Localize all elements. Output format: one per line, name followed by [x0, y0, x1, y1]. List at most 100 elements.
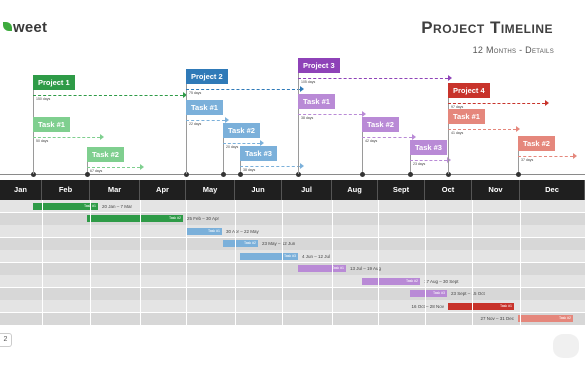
arrow-right-icon: [300, 86, 304, 92]
gantt-bar[interactable]: Task #2: [87, 215, 183, 222]
grid-column-line: [472, 200, 473, 325]
duration-days: 42 days: [365, 139, 378, 143]
gantt-bar[interactable]: Task #1: [33, 202, 98, 210]
table-row: [0, 200, 585, 212]
project-flag-p4[interactable]: Project 4: [448, 83, 490, 98]
duration-dash: [186, 120, 225, 121]
month-label-jun: Jun: [235, 180, 282, 200]
arrow-right-icon: [140, 164, 144, 170]
month-label-dec: Dec: [520, 180, 585, 200]
gantt-bar[interactable]: Task #2: [518, 315, 573, 322]
duration-dash: [410, 160, 447, 161]
gantt-bar[interactable]: Task #1: [448, 302, 514, 310]
duration-days: 20 days: [226, 145, 239, 149]
task-flag-p3t1[interactable]: Task #1: [298, 94, 335, 109]
gantt-date-range: 13 Jul – 19 Aug: [350, 266, 382, 271]
task-flag-p2t3[interactable]: Task #3: [240, 146, 277, 161]
leaf-icon: [3, 22, 12, 31]
duration-dash: [223, 143, 260, 144]
duration-days: 22 days: [189, 122, 202, 126]
milestone-dot: [408, 172, 413, 177]
task-flag-p3t3[interactable]: Task #3: [410, 140, 447, 155]
duration-days: 150 days: [36, 97, 51, 101]
milestone-dot: [221, 172, 226, 177]
duration-dash: [33, 95, 183, 96]
grid-column-line: [282, 200, 283, 325]
milestone-dot: [31, 172, 36, 177]
gantt-bar[interactable]: Task #3: [410, 290, 447, 297]
milestone-line: [362, 117, 363, 174]
task-flag-p1t2[interactable]: Task #2: [87, 147, 124, 162]
grid-column-line: [378, 200, 379, 325]
grid-column-line: [425, 200, 426, 325]
task-flag-p2t2[interactable]: Task #2: [223, 123, 260, 138]
arrow-right-icon: [516, 126, 520, 132]
gantt-date-range: 25 Feb – 30 Apr: [187, 216, 220, 221]
grid-column-line: [90, 200, 91, 325]
gantt-date-range: 30 Apr – 22 May: [226, 228, 259, 234]
milestone-line: [186, 100, 187, 174]
task-flag-p3t2[interactable]: Task #2: [362, 117, 399, 132]
gantt-bar[interactable]: Task #2: [223, 240, 258, 247]
month-label-feb: Feb: [42, 180, 90, 200]
duration-days: 50 days: [36, 139, 49, 143]
project-flag-p1[interactable]: Project 1: [33, 75, 75, 90]
duration-days: 97 days: [451, 105, 464, 109]
milestone-line: [223, 123, 224, 174]
project-flag-p3[interactable]: Project 3: [298, 58, 340, 73]
arrow-right-icon: [300, 163, 304, 169]
gantt-date-range: 23 Sept – 15 Oct: [451, 291, 485, 296]
duration-dash: [518, 156, 573, 157]
gantt-bar[interactable]: Task #3: [240, 252, 298, 260]
grid-column-line: [520, 200, 521, 325]
arrow-right-icon: [225, 117, 229, 123]
gantt-bar[interactable]: Task #1: [186, 227, 222, 235]
page-indicator[interactable]: 2: [0, 333, 12, 347]
gantt-date-range: 4 Jun – 12 Jul: [302, 253, 331, 259]
arrow-right-icon: [545, 100, 549, 106]
milestone-dot: [446, 172, 451, 177]
milestone-dot: [296, 172, 301, 177]
month-label-mar: Mar: [90, 180, 140, 200]
arrow-right-icon: [362, 111, 366, 117]
milestone-dot: [360, 172, 365, 177]
duration-days: 105 days: [301, 80, 316, 84]
month-label-sept: Sept: [378, 180, 425, 200]
milestone-dot: [184, 172, 189, 177]
month-label-aug: Aug: [332, 180, 378, 200]
gantt-bar[interactable]: Task #2: [362, 277, 420, 285]
gantt-bar[interactable]: Task #1: [298, 265, 346, 272]
milestone-line: [298, 94, 299, 174]
gantt-date-range: 23 May – 12 Jun: [262, 241, 296, 246]
table-row: [0, 312, 585, 325]
duration-dash: [33, 137, 100, 138]
table-row: [0, 275, 585, 287]
milestone-line: [33, 117, 34, 174]
task-flag-p4t1[interactable]: Task #1: [448, 109, 485, 124]
duration-dash: [240, 166, 300, 167]
table-row: [0, 225, 585, 237]
gantt-date-range: 17 Aug – 30 Sept: [424, 278, 459, 284]
task-flag-p1t1[interactable]: Task #1: [33, 117, 70, 132]
table-row: [0, 262, 585, 275]
milestone-dot: [85, 172, 90, 177]
arrow-right-icon: [412, 134, 416, 140]
arrow-right-icon: [447, 157, 451, 163]
month-label-jan: Jan: [0, 180, 42, 200]
timeline-axis: [0, 174, 585, 175]
corner-decoration: [553, 334, 579, 358]
arrow-right-icon: [573, 153, 577, 159]
gantt-date-range: 27 Nov – 31 Dec: [480, 316, 514, 321]
duration-days: 38 days: [301, 116, 314, 120]
table-row: [0, 287, 585, 300]
month-label-may: May: [186, 180, 235, 200]
grid-column-line: [235, 200, 236, 325]
task-flag-p4t2[interactable]: Task #2: [518, 136, 555, 151]
duration-dash: [186, 89, 300, 90]
grid-column-line: [186, 200, 187, 325]
project-flag-p2[interactable]: Project 2: [186, 69, 228, 84]
task-flag-p2t1[interactable]: Task #1: [186, 100, 223, 115]
table-row: [0, 237, 585, 250]
milestone-dot: [238, 172, 243, 177]
